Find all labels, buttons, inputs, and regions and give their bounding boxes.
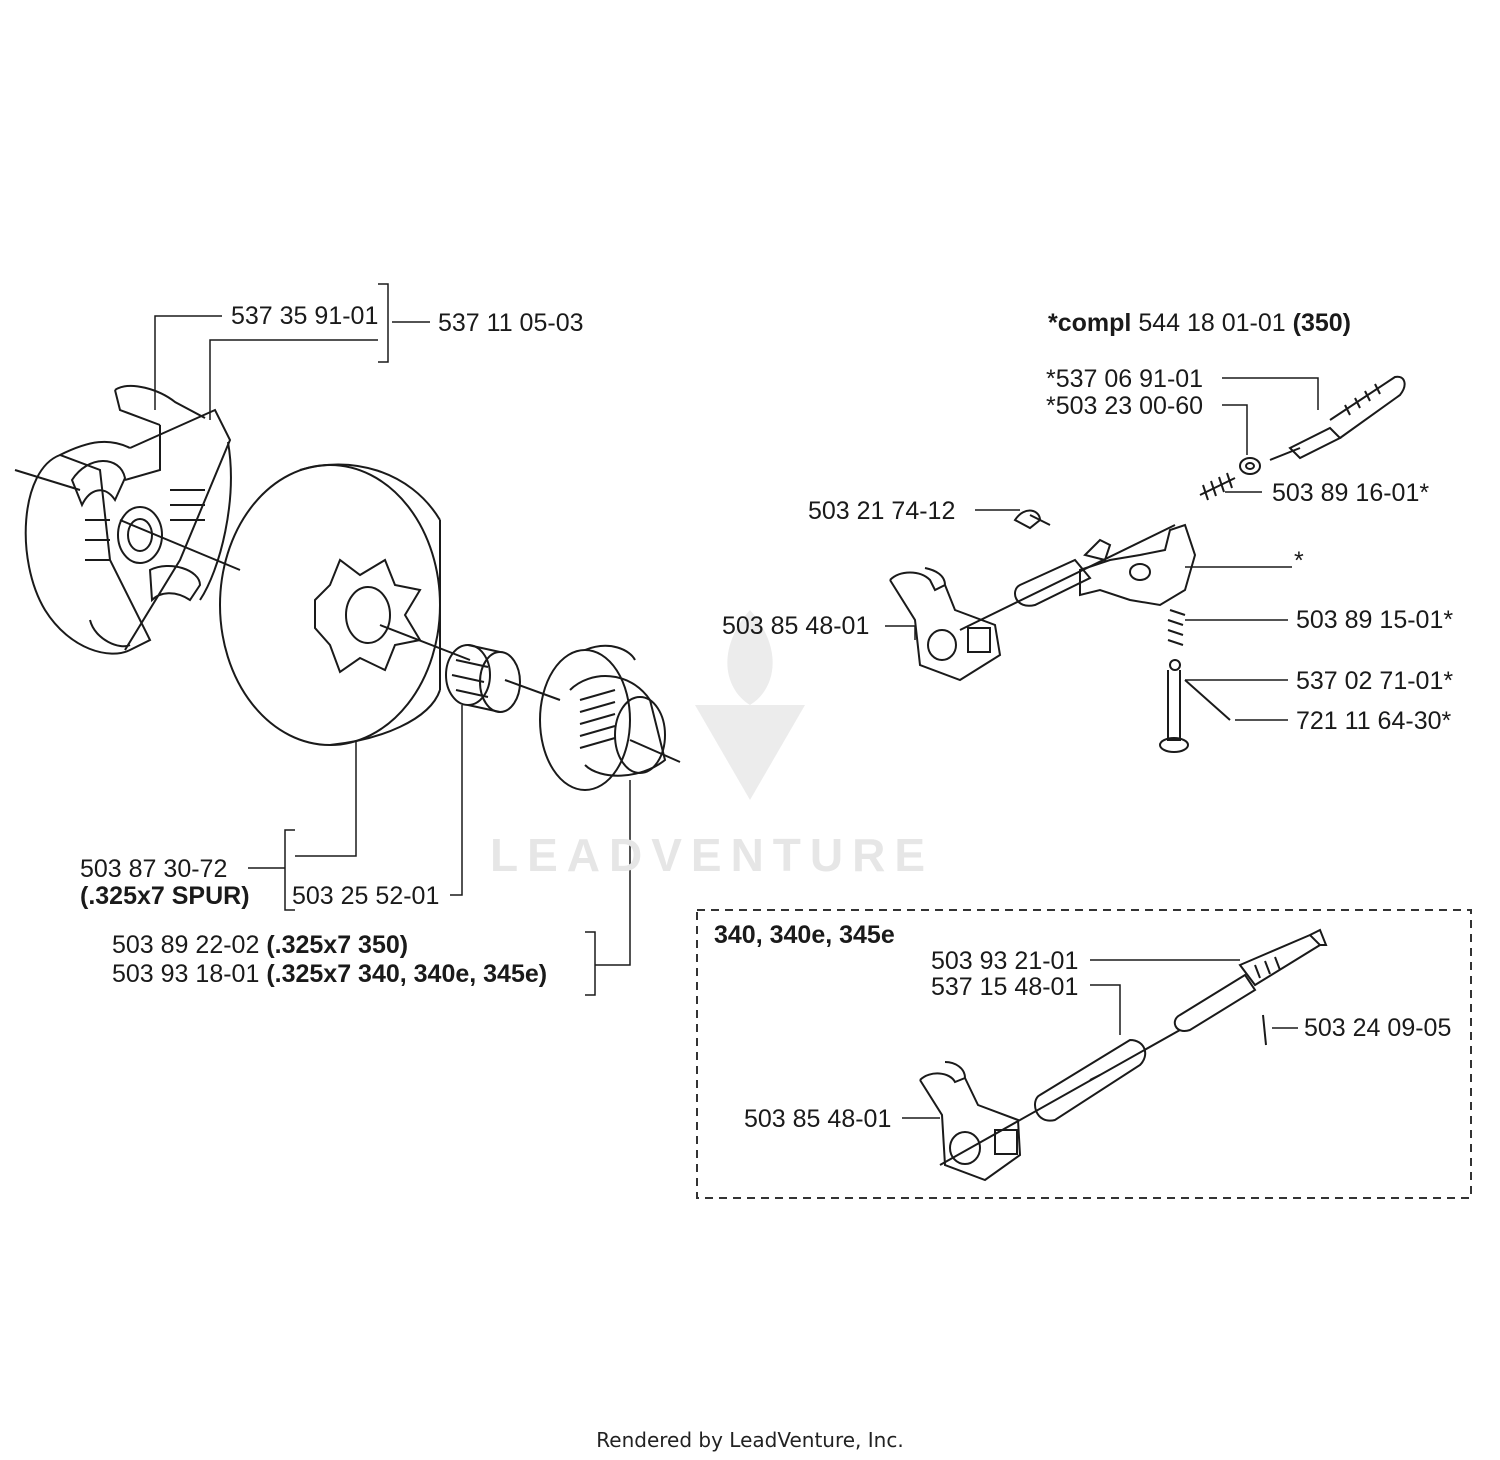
label-adjuster-screw: *537 06 91-01 <box>1046 365 1204 393</box>
inset-frame <box>696 909 1472 1199</box>
spur-washer-drawing <box>539 644 667 791</box>
clutch-shoe-drawing <box>24 385 232 655</box>
label-pin: 721 11 64-30* <box>1296 707 1452 735</box>
label-spring-upper: 503 89 16-01* <box>1272 479 1430 507</box>
inset-title: 340, 340e, 345e <box>714 921 895 949</box>
label-clutch-drum-note: (.325x7 SPUR) <box>80 882 250 910</box>
needle-bearing-drawing <box>445 644 521 713</box>
label-inset-sleeve: 537 15 48-01 <box>931 973 1079 1001</box>
label-inset-shaft: 503 93 21-01 <box>931 947 1079 975</box>
leadventure-logo-icon <box>695 610 805 800</box>
label-spring-lower: 503 89 15-01* <box>1296 606 1454 634</box>
label-complete-kit: *compl 544 18 01-01 (350) <box>1048 309 1351 337</box>
label-washer-350: 503 89 22-02 (.325x7 350) <box>112 931 409 959</box>
oil-pump-drawing <box>889 375 1406 753</box>
inset-pump-drawing <box>919 928 1328 1182</box>
label-inset-pump-block: 503 85 48-01 <box>744 1105 892 1133</box>
label-inset-pin: 503 24 09-05 <box>1304 1014 1452 1042</box>
footer-credit: Rendered by LeadVenture, Inc. <box>596 1428 904 1452</box>
label-clutch-assembly: 537 11 05-03 <box>438 309 584 337</box>
label-plunger: 537 02 71-01* <box>1296 667 1454 695</box>
crankshaft-axis-line <box>14 469 681 763</box>
clutch-drum-drawing <box>219 463 441 746</box>
label-adjuster-washer: *503 23 00-60 <box>1046 392 1204 420</box>
watermark-text: LEADVENTURE <box>490 829 935 881</box>
label-asterisk-part: * <box>1294 547 1304 575</box>
label-needle-bearing: 503 25 52-01 <box>292 882 440 910</box>
label-screw: 503 21 74-12 <box>808 497 956 525</box>
leader-lines <box>154 283 1319 1119</box>
label-washer-340: 503 93 18-01 (.325x7 340, 340e, 345e) <box>112 960 548 988</box>
label-pump-block-upper: 503 85 48-01 <box>722 612 870 640</box>
label-clutch-drum: 503 87 30-72 <box>80 855 228 883</box>
label-clutch-spring: 537 35 91-01 <box>231 302 379 330</box>
